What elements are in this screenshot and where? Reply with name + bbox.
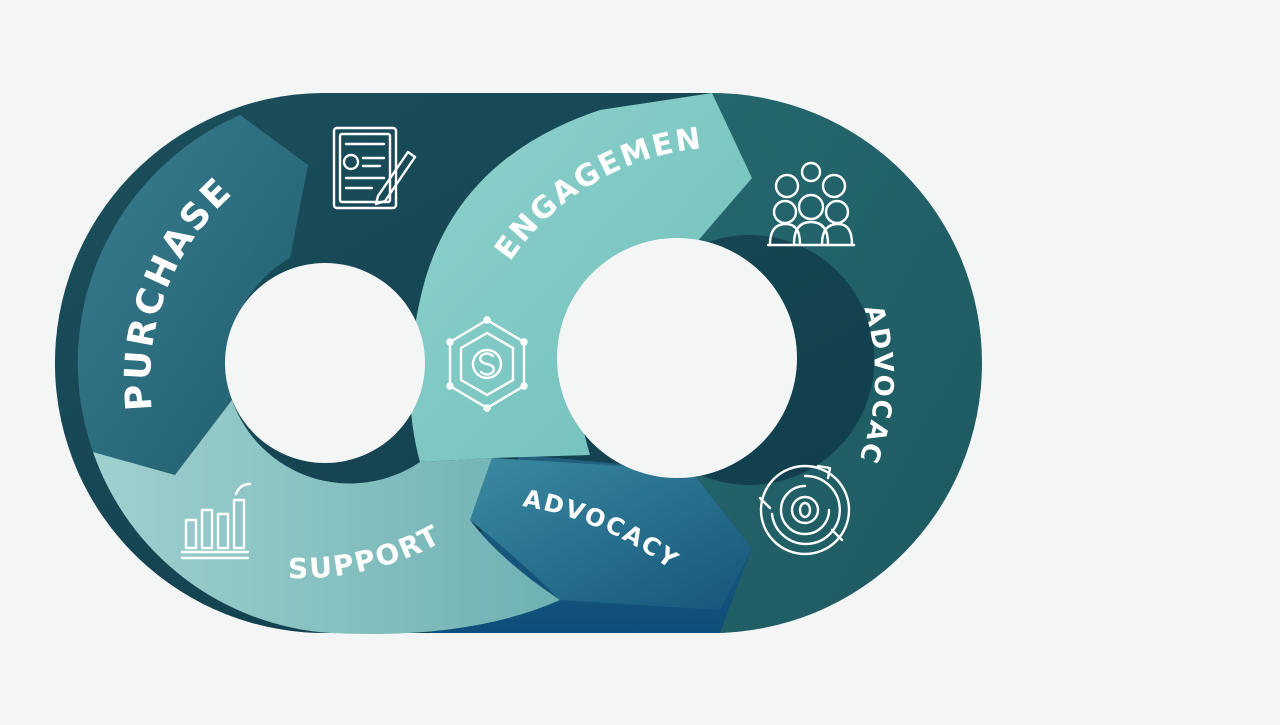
bar-chart-icon (180, 482, 252, 560)
engagement-segment (410, 93, 752, 462)
advocacy-bottom-segment (470, 458, 752, 610)
people-group-icon (766, 161, 856, 247)
concentric-target-icon (758, 464, 851, 556)
right-inner-hole (557, 238, 797, 478)
hexagon-coin-icon (446, 316, 528, 412)
left-inner-hole (225, 263, 425, 463)
document-pen-icon (332, 126, 417, 210)
purchase-segment (77, 115, 308, 475)
support-segment (93, 400, 560, 635)
